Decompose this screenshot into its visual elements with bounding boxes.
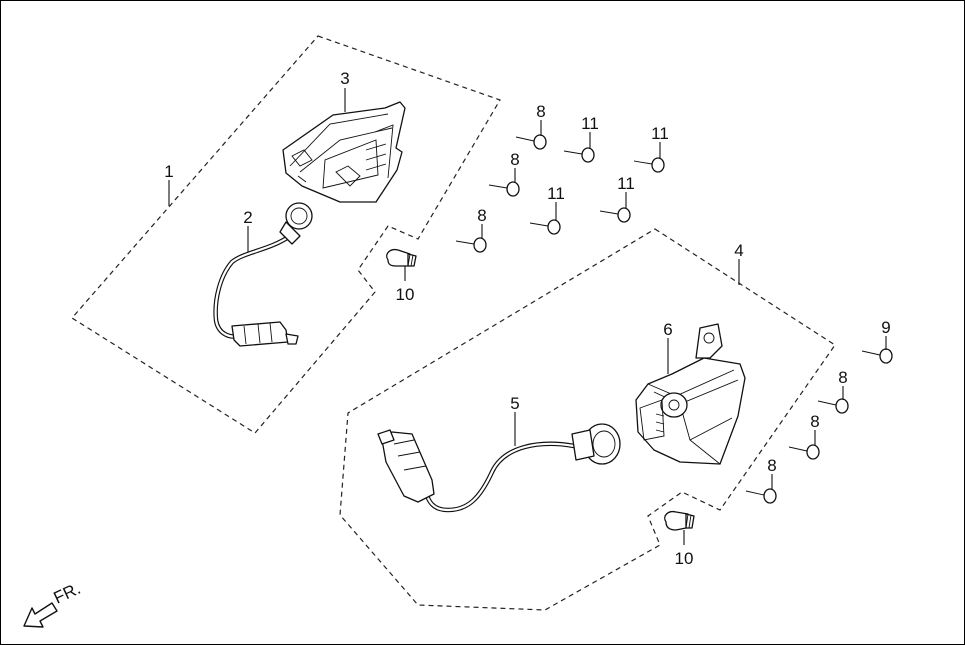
front-direction-indicator: FR. [23,579,84,628]
callout-10-b: 10 [675,549,694,568]
callout-4: 4 [734,241,743,260]
bulb-lower[interactable] [664,510,695,531]
screw-11-a[interactable] [563,147,595,163]
callout-8-b: 8 [510,150,519,169]
socket-harness-right[interactable] [377,423,621,513]
front-direction-label: FR. [51,579,84,608]
callout-11-a: 11 [581,114,599,133]
callout-11-b: 11 [651,124,669,143]
callout-5: 5 [510,394,519,413]
screw-9[interactable] [861,348,893,364]
callout-8-c: 8 [477,206,486,225]
screw-8-d[interactable] [817,398,849,414]
screw-8-c[interactable] [455,237,487,253]
callout-9: 9 [881,318,890,337]
screw-11-d[interactable] [599,207,631,223]
callout-8-d: 8 [838,368,847,387]
screw-8-b[interactable] [488,181,520,197]
callout-2: 2 [243,208,252,227]
socket-harness-left[interactable] [213,202,313,347]
screw-11-b[interactable] [633,157,665,173]
bulb-upper[interactable] [386,248,417,267]
screw-8-a[interactable] [515,134,547,150]
turn-signal-lens-upper[interactable] [282,101,406,203]
screw-8-e[interactable] [788,444,820,460]
callout-6: 6 [663,320,672,339]
callout-3: 3 [340,69,349,88]
leader-lines [168,88,887,545]
assembly-1-outline [71,35,501,434]
callout-11-c: 11 [547,184,565,203]
callout-11-d: 11 [617,174,635,193]
callout-8-a: 8 [536,102,545,121]
callout-8-e: 8 [810,412,819,431]
turn-signal-lens-lower[interactable] [635,323,746,465]
screw-8-f[interactable] [745,488,777,504]
callout-1: 1 [164,162,173,181]
callout-8-f: 8 [767,456,776,475]
callout-10-a: 10 [396,285,415,304]
front-direction-arrow-icon [23,602,58,628]
screw-11-c[interactable] [529,219,561,235]
